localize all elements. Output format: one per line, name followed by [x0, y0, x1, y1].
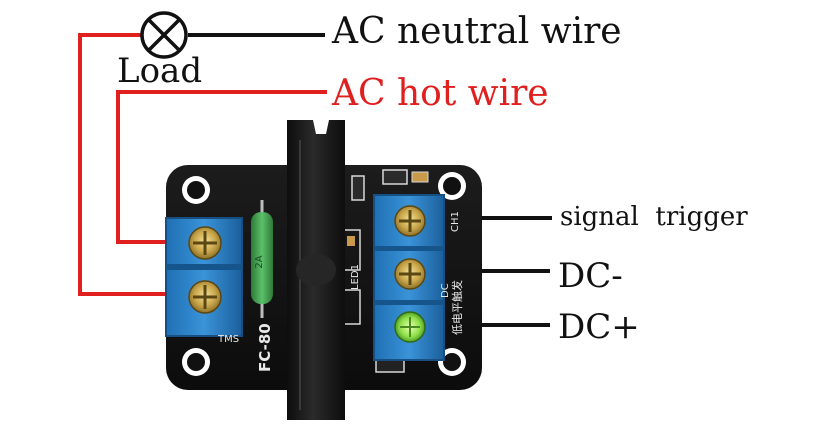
load-lamp-icon	[140, 11, 188, 59]
dc-terminal-block	[373, 194, 445, 361]
fuse: 2A	[251, 200, 273, 318]
silkscreen-side: 低电平触发	[450, 280, 464, 335]
mounting-holes	[182, 172, 466, 376]
dc-minus-label: DC-	[558, 256, 623, 296]
silkscreen-ch: CH1	[450, 211, 461, 232]
ac-terminal-block	[165, 217, 243, 337]
ac-neutral-wire-label: AC neutral wire	[332, 11, 622, 52]
dc-plus-label: DC+	[558, 307, 640, 347]
silkscreen-dc: DC	[440, 283, 451, 298]
ac-hot-wire	[78, 33, 327, 296]
silkscreen-led: LED1	[350, 264, 361, 290]
heatsink	[287, 120, 345, 420]
pcb-silkscreen: FC-80 TMS LED1 低电平触发 CH1 DC	[217, 211, 464, 372]
relay-module: 2A FC-	[165, 120, 482, 420]
svg-text:2A: 2A	[254, 255, 265, 268]
smd-components	[339, 169, 429, 373]
signal-trigger-label: signal trigger	[560, 202, 748, 232]
ac-hot-wire-label: AC hot wire	[332, 73, 549, 114]
silkscreen-tag: TMS	[217, 334, 239, 345]
dc-signal-wires	[475, 216, 552, 327]
silkscreen-model: FC-80	[256, 323, 274, 372]
load-label: Load	[117, 51, 203, 91]
